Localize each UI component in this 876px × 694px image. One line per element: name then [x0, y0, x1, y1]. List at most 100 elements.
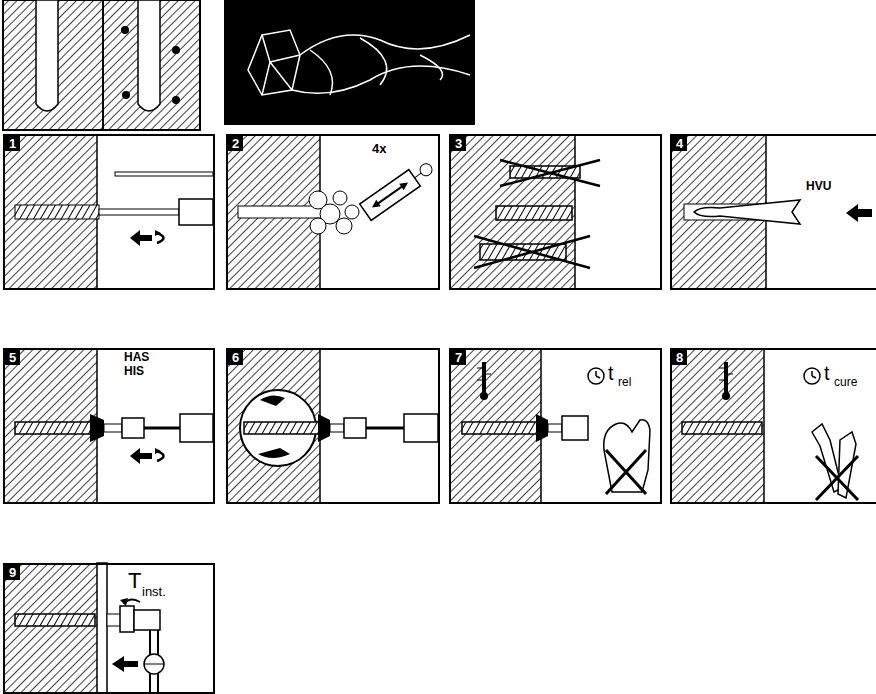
- step-number: 1: [5, 136, 20, 151]
- step-7-gel-time-part: [462, 422, 542, 434]
- drill-bit-picture-part-part: [248, 30, 300, 95]
- step-2-clean-part-part: [415, 173, 422, 178]
- repeat-count: 4x: [372, 142, 386, 155]
- step-panel: 4: [670, 134, 876, 290]
- step-8-cure-time: [670, 348, 858, 504]
- time-symbol: t: [608, 363, 614, 383]
- step-number: 4: [672, 136, 687, 151]
- step-5-set-anchor-rod-part: [3, 348, 97, 504]
- drill-bit-picture-part-part: [262, 35, 300, 95]
- step-6-mixing: [226, 348, 438, 504]
- step-5-set-anchor-rod-part: [90, 414, 104, 442]
- step-2-clean-part: [360, 158, 437, 220]
- step-3-sleeve-check-part-part: [474, 236, 590, 268]
- step-7-gel-time-part: [606, 450, 646, 494]
- base-material-sample-part: [121, 26, 129, 34]
- step-3-sleeve-check-part-part: [500, 160, 600, 186]
- step-panel: 7: [449, 348, 662, 504]
- step-5-set-anchor-rod-part: [104, 424, 122, 432]
- step-number: 3: [451, 136, 466, 151]
- step-number: 2: [228, 136, 243, 151]
- step-2-clean-part-part: [370, 179, 411, 211]
- step-3-sleeve-check-part: [480, 166, 580, 260]
- step-panel: 6: [226, 348, 440, 504]
- step-5-set-anchor-rod-part: [130, 448, 164, 464]
- step-1-drill-part: [15, 205, 99, 219]
- step-7-gel-time-part: [449, 348, 541, 504]
- drill-bit-picture-part: [248, 30, 470, 95]
- step-3-sleeve-check-part-part: [500, 160, 600, 186]
- step-3-sleeve-check-part: [474, 160, 600, 268]
- time-subscript: cure: [834, 376, 857, 388]
- step-9-torque-part: [112, 656, 138, 672]
- step-3-sleeve-check-part-part: [496, 206, 572, 220]
- step-2-clean-part: [309, 191, 359, 234]
- step-3-sleeve-check-part: [574, 134, 576, 290]
- step-9-torque-part: [144, 664, 164, 665]
- step-6-mixing-part: [318, 414, 330, 442]
- step-7-gel-time-part-part: [606, 450, 646, 494]
- base-material-sample-part: [172, 96, 180, 104]
- step-4-insert-capsule-part: [846, 204, 872, 222]
- step-9-torque: [3, 563, 164, 694]
- step-1-drill-part: [115, 172, 213, 176]
- step-number: 9: [5, 565, 20, 580]
- step-6-mixing-part: [404, 414, 438, 442]
- step-1-drill-part: [99, 209, 179, 215]
- step-panel: 2: [226, 134, 440, 290]
- step-2-clean-part-part: [345, 205, 359, 219]
- time-symbol: t: [824, 363, 830, 383]
- step-panel: 5: [3, 348, 215, 504]
- step-2-clean-part-part: [310, 218, 326, 234]
- step-7-gel-time-part: [548, 424, 562, 432]
- step-9-torque-part: [144, 654, 164, 674]
- step-2-clean-part-part: [375, 185, 404, 206]
- step-9-torque-part: [107, 614, 121, 626]
- step-7-gel-time-part: [588, 368, 604, 384]
- base-material-sample-part: [122, 91, 130, 99]
- step-panel: 1: [3, 134, 215, 290]
- step-8-cure-time-part: [763, 348, 765, 504]
- step-3-sleeve-check: [449, 134, 600, 290]
- step-6-mixing-part: [330, 424, 344, 432]
- step-3-sleeve-check-part: [480, 166, 580, 260]
- rod-name: HIS: [124, 365, 144, 377]
- step-9-torque-part: [120, 606, 134, 632]
- step-5-set-anchor-rod-part: [180, 414, 213, 442]
- step-number: 7: [451, 350, 466, 365]
- base-material-sample-part: [3, 0, 200, 130]
- step-6-mixing-part: [366, 427, 404, 430]
- step-8-cure-time-part: [682, 422, 762, 434]
- time-subscript: rel: [618, 376, 631, 388]
- step-9-torque-part: [97, 563, 107, 693]
- step-5-set-anchor-rod-part: [144, 427, 180, 430]
- step-9-torque-part: [134, 610, 160, 630]
- step-8-cure-time-part: [719, 362, 733, 400]
- base-material-sample-part: [138, 0, 160, 111]
- step-number: 5: [5, 350, 20, 365]
- base-material-sample-part: [102, 0, 104, 130]
- drill-bit-picture-part-part: [420, 55, 443, 80]
- step-number: 8: [672, 350, 687, 365]
- drill-bit-picture: [224, 0, 475, 125]
- base-material-sample: [3, 0, 200, 130]
- step-3-sleeve-check-part-part: [496, 206, 572, 220]
- base-material-sample-part: [3, 0, 200, 130]
- step-7-gel-time-part-part: [606, 450, 646, 494]
- drill-bit-picture-part: [224, 0, 475, 125]
- step-4-insert-capsule: [670, 134, 872, 290]
- base-material-sample-part: [172, 46, 180, 54]
- step-3-sleeve-check-part: [449, 134, 575, 290]
- step-panel: 8: [670, 348, 876, 504]
- step-9-torque-part: [3, 563, 97, 693]
- step-7-gel-time-part: [477, 362, 491, 400]
- step-1-drill-part: [15, 205, 99, 219]
- step-3-sleeve-check-part-part: [474, 236, 590, 268]
- step-8-cure-time-part-part: [816, 456, 858, 500]
- step-4-insert-capsule-part: [694, 200, 800, 224]
- step-5-set-anchor-rod-part: [122, 418, 144, 438]
- step-5-set-anchor-rod: [3, 348, 213, 504]
- step-2-clean-part-part: [360, 170, 421, 221]
- step-8-cure-time-part-part: [816, 456, 858, 500]
- capsule-name: HVU: [806, 180, 831, 192]
